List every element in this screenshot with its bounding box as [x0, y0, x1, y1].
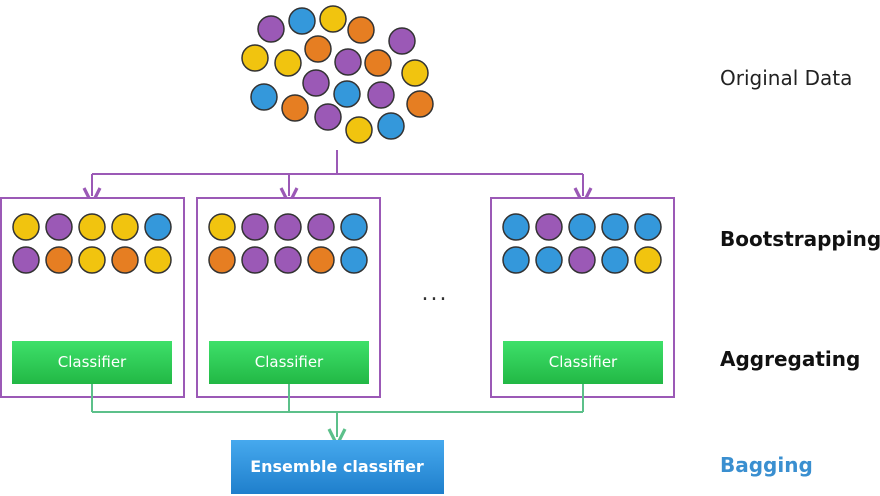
bootstrap-connectors: [92, 150, 583, 196]
ensemble-label: Ensemble classifier: [250, 457, 424, 476]
original-data-point: [345, 116, 373, 144]
sample-3-point: [535, 246, 563, 274]
original-data-cloud: [241, 5, 434, 144]
classifier-box-2: [209, 341, 369, 384]
sample-3-point: [634, 213, 662, 241]
sample-2-point: [274, 246, 302, 274]
classifier-label-3: Classifier: [549, 353, 618, 371]
sample-1-point: [12, 246, 40, 274]
original-data-point: [388, 27, 416, 55]
sample-2-point: [340, 213, 368, 241]
original-data-point: [319, 5, 347, 33]
sample-3-point: [568, 246, 596, 274]
sample-1-point: [45, 246, 73, 274]
original-data-point: [406, 90, 434, 118]
sample-3-point: [535, 213, 563, 241]
classifiers: Classifier Classifier Classifier: [12, 341, 663, 384]
ensemble-box: [231, 440, 444, 494]
classifier-label-1: Classifier: [58, 353, 127, 371]
sample-1-point: [45, 213, 73, 241]
ellipsis: ...: [422, 281, 449, 306]
original-data-point: [257, 15, 285, 43]
sample-2-point: [208, 213, 236, 241]
original-data-point: [347, 16, 375, 44]
sample-2-point: [208, 246, 236, 274]
aggregate-connectors: [91, 384, 584, 437]
sample-1-point: [78, 213, 106, 241]
sample-3-point: [601, 213, 629, 241]
sample-2-point: [340, 246, 368, 274]
original-data-point: [274, 49, 302, 77]
original-data-point: [250, 83, 278, 111]
original-data-point: [364, 49, 392, 77]
original-data-point: [304, 35, 332, 63]
original-data-point: [241, 44, 269, 72]
original-data-label: Original Data: [720, 66, 853, 90]
sample-3-point: [601, 246, 629, 274]
sample-3-point: [568, 213, 596, 241]
sample-3-point: [502, 246, 530, 274]
original-data-point: [314, 103, 342, 131]
bootstrapping-label: Bootstrapping: [720, 227, 880, 251]
sample-3-point: [634, 246, 662, 274]
aggregating-label: Aggregating: [720, 347, 861, 371]
sample-2-point: [307, 213, 335, 241]
sample-2-point: [241, 246, 269, 274]
sample-1-point: [144, 246, 172, 274]
classifier-box-1: [12, 341, 172, 384]
original-data-point: [333, 80, 361, 108]
original-data-point: [377, 112, 405, 140]
sample-2-point: [274, 213, 302, 241]
original-data-point: [288, 7, 316, 35]
original-data-point: [367, 81, 395, 109]
ensemble-classifier: Ensemble classifier: [231, 440, 444, 494]
sample-1-point: [78, 246, 106, 274]
classifier-label-2: Classifier: [255, 353, 324, 371]
sample-1-point: [12, 213, 40, 241]
sample-1-point: [144, 213, 172, 241]
original-data-point: [401, 59, 429, 87]
sample-3-point: [502, 213, 530, 241]
bootstrap-samples: [12, 213, 662, 274]
bagging-label: Bagging: [720, 453, 813, 477]
sample-2-point: [307, 246, 335, 274]
classifier-box-3: [503, 341, 663, 384]
original-data-point: [302, 69, 330, 97]
sample-1-point: [111, 213, 139, 241]
original-data-point: [281, 94, 309, 122]
sample-2-point: [241, 213, 269, 241]
sample-1-point: [111, 246, 139, 274]
original-data-point: [334, 48, 362, 76]
